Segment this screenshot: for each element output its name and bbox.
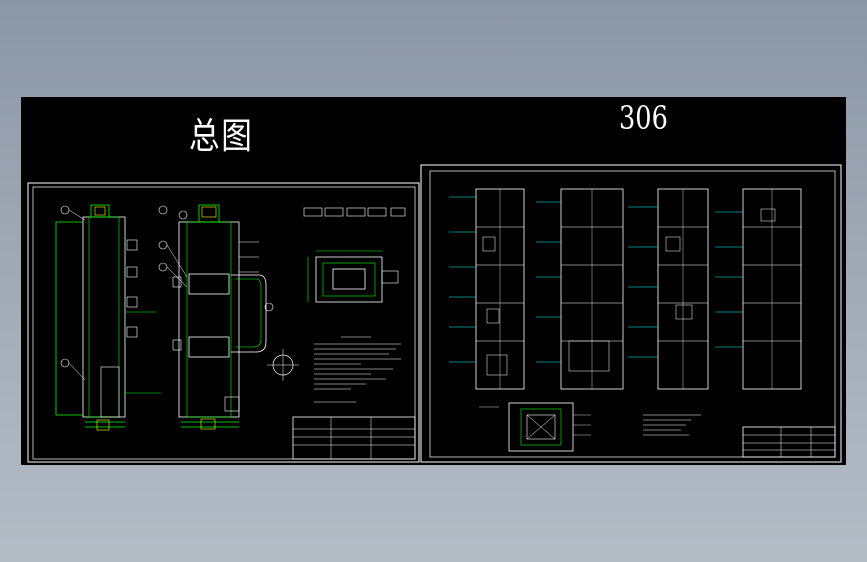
building-elevation-2 (536, 188, 624, 390)
title-block-right (742, 426, 836, 458)
column-elevation-2 (158, 204, 299, 430)
title-block-left (292, 416, 416, 460)
right-sheet-border (420, 164, 842, 463)
building-elevation-4 (715, 188, 802, 390)
building-elevation-1 (449, 188, 525, 390)
drawing-title-left: 总图 (189, 116, 254, 157)
left-sheet (27, 182, 420, 463)
notes-block (314, 336, 401, 403)
left-sheet-border (27, 182, 420, 463)
plan-section-detail (307, 250, 399, 303)
right-sheet (420, 164, 842, 463)
cad-canvas: 总图 306 (21, 97, 846, 465)
drawing-title-right: 306 (619, 99, 668, 137)
building-elevation-3 (628, 188, 709, 390)
right-notes (643, 414, 701, 436)
left-sheet-inner-border (32, 186, 416, 460)
material-legend (303, 207, 406, 217)
shaft-plan-detail (479, 402, 591, 452)
cad-drawing (27, 164, 842, 463)
right-sheet-inner-border (429, 170, 836, 458)
column-elevation-1 (55, 204, 161, 431)
